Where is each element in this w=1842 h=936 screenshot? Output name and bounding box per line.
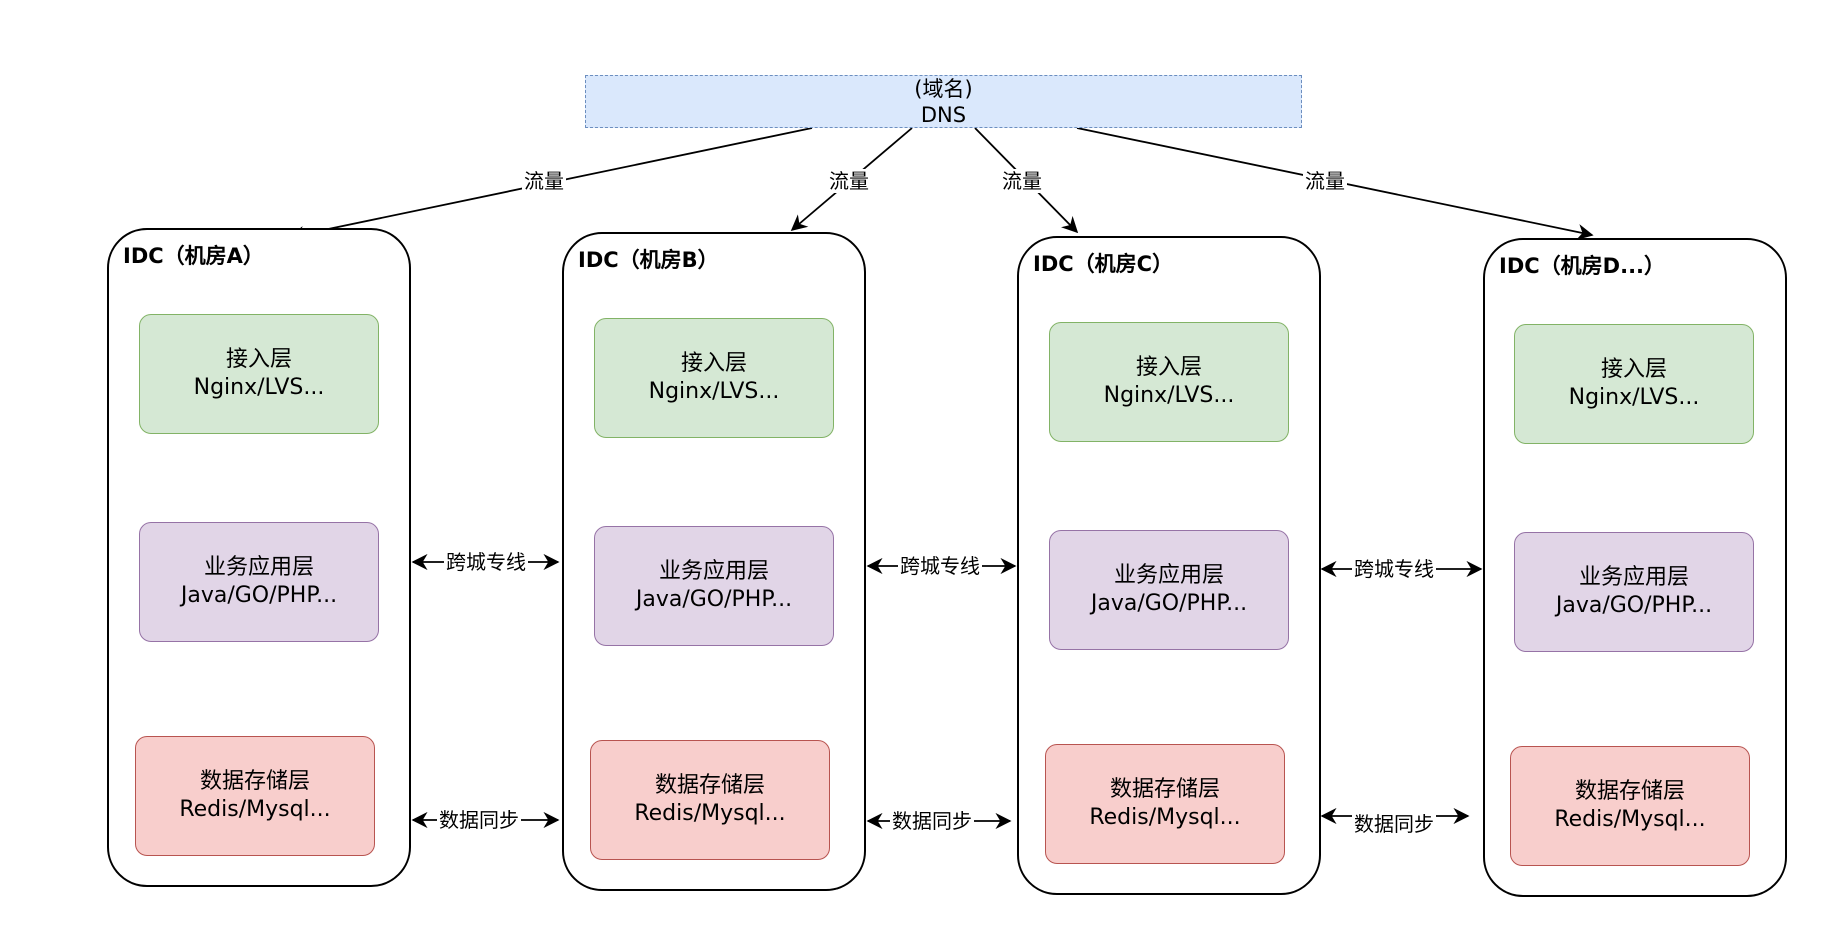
- layer-name: 接入层: [225, 347, 292, 372]
- idc-title: IDC（机房A）: [123, 244, 264, 268]
- layer-name: 数据存储层: [1109, 777, 1220, 802]
- access-layer-b[interactable]: 接入层 Nginx/LVS...: [594, 318, 834, 438]
- storage-layer-d[interactable]: 数据存储层 Redis/Mysql...: [1510, 746, 1750, 866]
- layer-name: 业务应用层: [203, 555, 314, 580]
- storage-layer-c[interactable]: 数据存储层 Redis/Mysql...: [1045, 744, 1285, 864]
- layer-tech: Redis/Mysql...: [179, 797, 331, 822]
- data-sync-label-cd: 数据同步: [1352, 812, 1436, 836]
- layer-tech: Redis/Mysql...: [1089, 805, 1241, 830]
- layer-name: 数据存储层: [199, 769, 310, 794]
- idc-title: IDC（机房B）: [578, 248, 719, 272]
- service-layer-d[interactable]: 业务应用层 Java/GO/PHP...: [1514, 532, 1754, 652]
- layer-tech: Java/GO/PHP...: [1555, 593, 1713, 618]
- layer-name: 接入层: [1135, 355, 1202, 380]
- traffic-label-d: 流量: [1303, 169, 1347, 193]
- layer-name: 业务应用层: [658, 559, 769, 584]
- layer-tech: Nginx/LVS...: [1103, 383, 1235, 408]
- layer-name: 接入层: [1600, 357, 1667, 382]
- layer-name: 数据存储层: [654, 773, 765, 798]
- layer-name: 业务应用层: [1113, 563, 1224, 588]
- service-layer-b[interactable]: 业务应用层 Java/GO/PHP...: [594, 526, 834, 646]
- layer-tech: Nginx/LVS...: [1568, 385, 1700, 410]
- dedicated-line-label-ab: 跨城专线: [444, 550, 528, 574]
- dedicated-line-label-cd: 跨城专线: [1352, 557, 1436, 581]
- traffic-label-c: 流量: [1000, 169, 1044, 193]
- layer-tech: Java/GO/PHP...: [635, 587, 793, 612]
- service-layer-a[interactable]: 业务应用层 Java/GO/PHP...: [139, 522, 379, 642]
- layer-tech: Redis/Mysql...: [634, 801, 786, 826]
- dns-node[interactable]: (域名) DNS: [585, 75, 1302, 128]
- layer-tech: Nginx/LVS...: [193, 375, 325, 400]
- layer-name: 数据存储层: [1574, 779, 1685, 804]
- layer-tech: Redis/Mysql...: [1554, 807, 1706, 832]
- service-layer-c[interactable]: 业务应用层 Java/GO/PHP...: [1049, 530, 1289, 650]
- data-sync-label-ab: 数据同步: [437, 808, 521, 832]
- idc-title: IDC（机房D...）: [1499, 254, 1666, 278]
- storage-layer-b[interactable]: 数据存储层 Redis/Mysql...: [590, 740, 830, 860]
- storage-layer-a[interactable]: 数据存储层 Redis/Mysql...: [135, 736, 375, 856]
- access-layer-d[interactable]: 接入层 Nginx/LVS...: [1514, 324, 1754, 444]
- layer-name: 接入层: [680, 351, 747, 376]
- dedicated-line-label-bc: 跨城专线: [898, 554, 982, 578]
- access-layer-a[interactable]: 接入层 Nginx/LVS...: [139, 314, 379, 434]
- layer-tech: Nginx/LVS...: [648, 379, 780, 404]
- layer-tech: Java/GO/PHP...: [1090, 591, 1248, 616]
- dns-label: DNS: [920, 102, 967, 127]
- traffic-label-a: 流量: [522, 169, 566, 193]
- access-layer-c[interactable]: 接入层 Nginx/LVS...: [1049, 322, 1289, 442]
- layer-tech: Java/GO/PHP...: [180, 583, 338, 608]
- layer-name: 业务应用层: [1578, 565, 1689, 590]
- idc-title: IDC（机房C）: [1033, 252, 1174, 276]
- dns-caption: (域名): [914, 76, 973, 101]
- traffic-label-b: 流量: [827, 169, 871, 193]
- data-sync-label-bc: 数据同步: [890, 809, 974, 833]
